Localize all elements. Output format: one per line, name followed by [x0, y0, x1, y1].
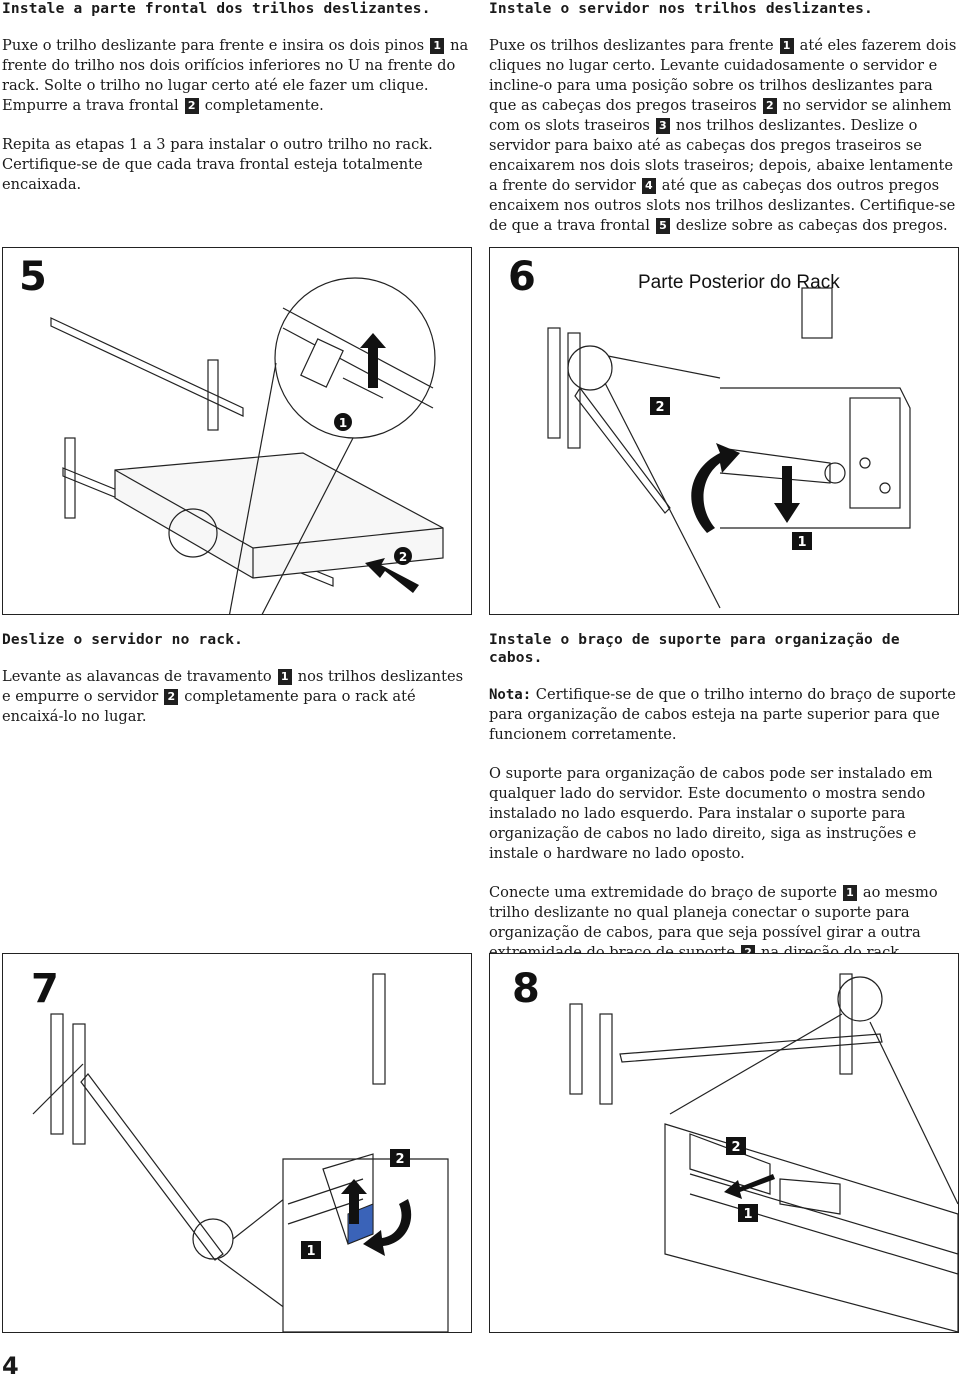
callout-1: 1 [339, 416, 347, 430]
cable-arm-attach-illustration: 1 2 [32, 973, 449, 1332]
paragraph: O suporte para organização de cabos pode… [489, 765, 933, 862]
callout-badge: 1 [430, 38, 445, 54]
callout-badge: 1 [779, 38, 794, 54]
figure-number: 7 [31, 966, 59, 1012]
callout-badge: 3 [655, 118, 670, 134]
callout-2: 2 [399, 550, 407, 564]
section-front-rails: Instale a parte frontal dos trilhos desl… [2, 0, 470, 214]
section-heading: Deslize o servidor no rack. [2, 632, 244, 648]
callout-badge: 4 [641, 178, 656, 194]
section-heading: Instale o braço de suporte para organiza… [489, 632, 900, 666]
server-rail-rear-illustration: 2 1 [547, 287, 911, 609]
figure-5: 5 1 2 [2, 247, 472, 615]
callout-badge: 2 [164, 689, 179, 705]
paragraph: Repita as etapas 1 a 3 para instalar o o… [2, 136, 433, 193]
callout-1: 1 [743, 1207, 752, 1222]
section-heading: Instale a parte frontal dos trilhos desl… [2, 1, 431, 17]
paragraph: Puxe o trilho deslizante para frente e i… [2, 37, 469, 114]
figure-title: Parte Posterior do Rack [638, 272, 840, 293]
figure-7: 7 1 2 [2, 953, 472, 1333]
callout-badge: 1 [842, 885, 857, 901]
paragraph: Conecte uma extremidade do braço de supo… [489, 883, 957, 963]
figure-number: 6 [508, 254, 536, 300]
page-number: 4 [2, 1352, 19, 1380]
callout-2: 2 [655, 400, 664, 415]
note-paragraph: Nota: Certifique-se de que o trilho inte… [489, 686, 956, 743]
figure-8: 8 2 1 [489, 953, 959, 1333]
callout-badge: 2 [762, 98, 777, 114]
callout-1: 1 [797, 535, 806, 550]
figure-number: 8 [512, 966, 540, 1012]
note-label: Nota: [489, 687, 532, 703]
cable-arm-rotate-illustration: 2 1 [569, 973, 958, 1332]
callout-2: 2 [395, 1152, 404, 1167]
callout-badge: 1 [277, 669, 292, 685]
section-slide-server: Deslize o servidor no rack. Levante as a… [2, 631, 470, 746]
section-cable-arm: Instale o braço de suporte para organiza… [489, 631, 957, 982]
callout-badge: 2 [184, 98, 199, 114]
section-heading: Instale o servidor nos trilhos deslizant… [489, 1, 873, 17]
section-install-server: Instale o servidor nos trilhos deslizant… [489, 0, 957, 255]
figure-number: 5 [19, 254, 47, 300]
callout-badge: 5 [655, 218, 670, 234]
callout-1: 1 [306, 1244, 315, 1259]
callout-2: 2 [731, 1140, 740, 1155]
rail-server-illustration: 1 2 [50, 277, 444, 614]
figure-6: 6 Parte Posterior do Rack 2 1 [489, 247, 959, 615]
